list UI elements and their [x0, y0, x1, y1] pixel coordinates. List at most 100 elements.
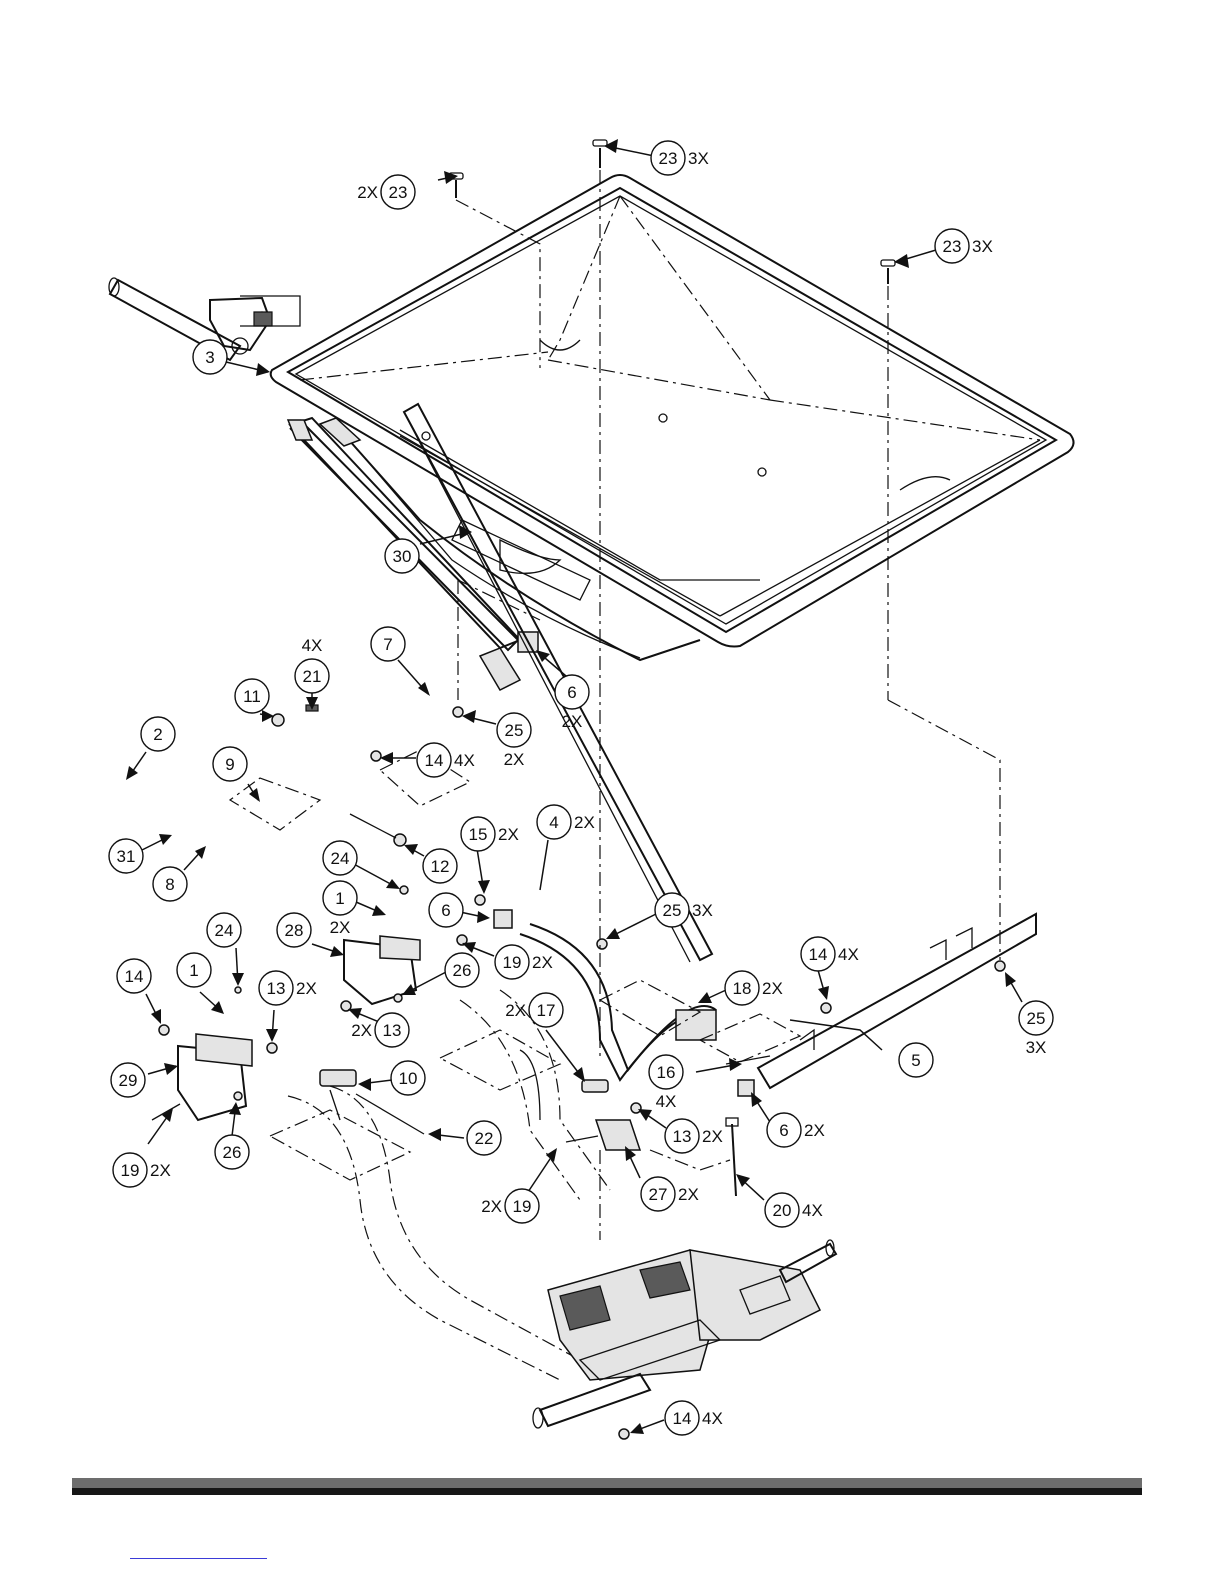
callout-number: 23 — [389, 183, 408, 202]
callout-c14b: 14 — [117, 959, 151, 993]
callout-c1b: 1 — [177, 953, 211, 987]
callout-c18: 182X — [725, 971, 783, 1005]
callout-number: 18 — [733, 979, 752, 998]
callout-number: 20 — [773, 1201, 792, 1220]
callout-number: 6 — [779, 1121, 788, 1140]
callout-c8: 8 — [153, 867, 187, 901]
callout-c11: 11 — [235, 679, 269, 713]
footer-link-underline[interactable] — [130, 1558, 267, 1559]
quantity-label: 2X — [702, 1127, 723, 1146]
callout-c16: 16 4X — [649, 1055, 683, 1111]
callout-c29: 29 — [111, 1063, 145, 1097]
quantity-label: 2X — [357, 183, 378, 202]
callout-c12: 12 — [423, 849, 457, 883]
callout-number: 30 — [393, 547, 412, 566]
quantity-label: 2X — [504, 750, 525, 769]
callout-number: 3 — [205, 348, 214, 367]
quantity-label: 2X — [330, 918, 351, 937]
callout-c7: 7 — [371, 627, 405, 661]
callout-number: 14 — [425, 751, 444, 770]
callout-c17: 17 2X — [505, 993, 563, 1027]
callout-number: 25 — [505, 721, 524, 740]
callout-number: 23 — [659, 149, 678, 168]
footer-rule-black — [72, 1488, 1142, 1495]
callout-number: 31 — [117, 847, 136, 866]
callout-c3: 3 — [193, 340, 227, 374]
callout-number: 6 — [441, 901, 450, 920]
callout-c2: 2 — [141, 717, 175, 751]
quantity-label: 4X — [656, 1092, 677, 1111]
quantity-label: 2X — [505, 1001, 526, 1020]
callout-c23a: 23 2X — [357, 175, 415, 209]
callout-number: 13 — [673, 1127, 692, 1146]
callout-c25b: 25 3X — [655, 893, 713, 927]
callout-number: 25 — [663, 901, 682, 920]
callout-number: 7 — [383, 635, 392, 654]
callout-c21: 21 4X — [295, 636, 329, 693]
callout-number: 8 — [165, 875, 174, 894]
callout-c28: 28 — [277, 913, 311, 947]
callout-number: 24 — [215, 921, 234, 940]
callout-c30: 30 — [385, 539, 419, 573]
callout-number: 14 — [125, 967, 144, 986]
callout-c13c: 13 2X — [665, 1119, 723, 1153]
callout-c14c: 144X — [801, 937, 859, 971]
callout-c15: 15 2X — [461, 817, 519, 851]
quantity-label: 2X — [574, 813, 595, 832]
callout-number: 12 — [431, 857, 450, 876]
callout-c13b: 13 2X — [259, 971, 317, 1005]
callout-c26b: 26 — [215, 1135, 249, 1169]
bracket-29 — [178, 1034, 252, 1120]
callout-number: 19 — [503, 953, 522, 972]
quantity-label: 2X — [562, 712, 583, 731]
callout-number: 9 — [225, 755, 234, 774]
callout-number: 24 — [331, 849, 350, 868]
quantity-label: 4X — [302, 636, 323, 655]
callout-c5: 5 — [899, 1043, 933, 1077]
callout-number: 14 — [673, 1409, 692, 1428]
callout-number: 26 — [223, 1143, 242, 1162]
quantity-label: 3X — [692, 901, 713, 920]
callout-number: 1 — [335, 889, 344, 908]
quantity-label: 3X — [972, 237, 993, 256]
callout-c24a: 24 — [323, 841, 357, 875]
callout-c13a: 132X — [351, 1013, 409, 1047]
callout-c25a: 25 2X — [497, 713, 531, 769]
callout-number: 15 — [469, 825, 488, 844]
callout-number: 17 — [537, 1001, 556, 1020]
callout-c24b: 24 — [207, 913, 241, 947]
quantity-label: 2X — [150, 1161, 171, 1180]
callout-c14d: 14 4X — [665, 1401, 723, 1435]
callout-number: 28 — [285, 921, 304, 940]
callout-c9: 9 — [213, 747, 247, 781]
callout-c19a: 192X — [495, 945, 553, 979]
quantity-label: 3X — [1026, 1038, 1047, 1057]
quantity-label: 4X — [702, 1409, 723, 1428]
quantity-label: 2X — [351, 1021, 372, 1040]
callout-number: 21 — [303, 667, 322, 686]
callout-c23b: 23 3X — [651, 141, 709, 175]
callout-number: 10 — [399, 1069, 418, 1088]
callout-number: 22 — [475, 1129, 494, 1148]
quantity-label: 3X — [688, 149, 709, 168]
quantity-label: 2X — [498, 825, 519, 844]
callout-number: 29 — [119, 1071, 138, 1090]
hardware — [152, 140, 1005, 1439]
callout-number: 19 — [513, 1197, 532, 1216]
callout-c6b: 6 — [429, 893, 463, 927]
callout-c6a: 62X — [555, 675, 589, 731]
callout-c22: 22 — [467, 1121, 501, 1155]
callout-number: 5 — [911, 1051, 920, 1070]
callout-c27: 272X — [641, 1177, 699, 1211]
callout-c20: 20 4X — [765, 1193, 823, 1227]
callout-number: 16 — [657, 1063, 676, 1082]
quantity-label: 2X — [296, 979, 317, 998]
callout-c4: 4 2X — [537, 805, 595, 839]
callout-number: 4 — [549, 813, 558, 832]
callout-number: 1 — [189, 961, 198, 980]
quantity-label: 4X — [802, 1201, 823, 1220]
callout-number: 13 — [267, 979, 286, 998]
